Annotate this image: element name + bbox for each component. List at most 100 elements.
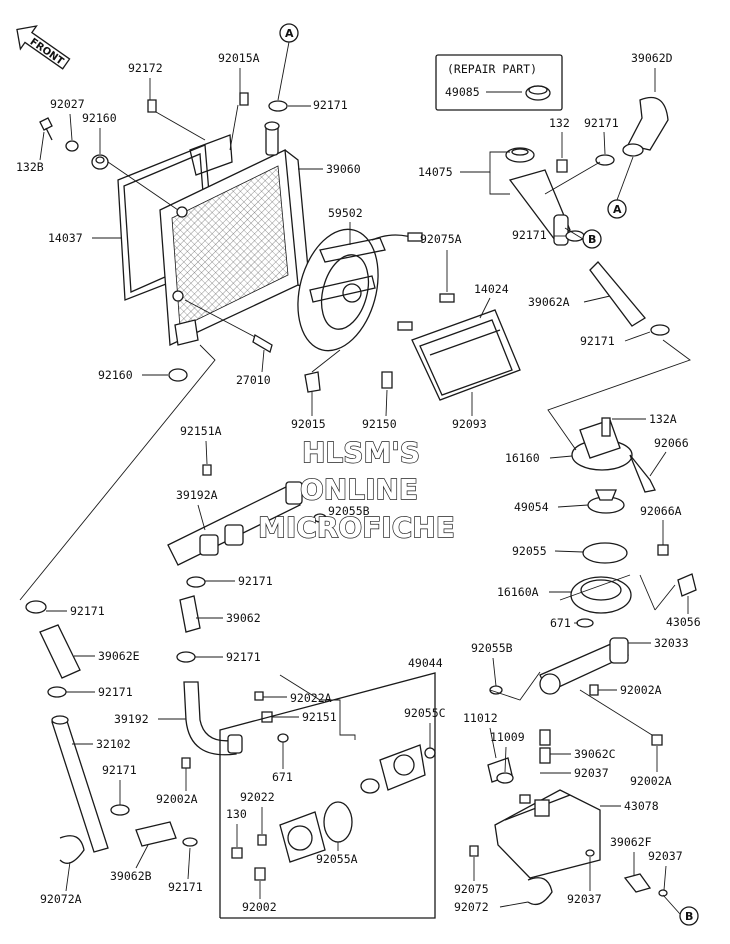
- part-label: 14037: [48, 231, 83, 245]
- part-label: 92160: [82, 111, 117, 125]
- part-label: 32033: [654, 636, 689, 650]
- water-pump-assembly: [219, 672, 436, 919]
- part-label: 130: [226, 807, 247, 821]
- part-label: 92055B: [471, 641, 513, 655]
- part-label: 92002A: [630, 774, 672, 788]
- part-label: 39062F: [610, 835, 652, 849]
- part-label: 92171: [584, 116, 619, 130]
- part-label: 16160A: [497, 585, 539, 599]
- radiator-core: [159, 121, 311, 346]
- hose-routing-lines: [19, 339, 691, 740]
- part-label: 92171: [168, 880, 203, 894]
- part-label: 39062B: [110, 869, 152, 883]
- front-arrow: FRONT: [16, 25, 71, 70]
- part-label: 671: [272, 770, 293, 784]
- callout-b-text: B: [685, 910, 693, 923]
- callout-a-2: A: [607, 156, 634, 219]
- part-label: 92171: [512, 228, 547, 242]
- watermark-line-2: ONLINE: [300, 473, 418, 506]
- part-label: 92160: [98, 368, 133, 382]
- part-label: 92075: [454, 882, 489, 896]
- part-label: 39062E: [98, 649, 140, 663]
- part-label: 11012: [463, 711, 498, 725]
- part-label: 92171: [580, 334, 615, 348]
- coolant-pipe-bend: [181, 681, 273, 769]
- reservoir-tank: [469, 729, 668, 906]
- part-labels: 92172 92015A 92171 92027 92160 132B 3906…: [16, 51, 701, 914]
- part-label: 92022: [240, 790, 275, 804]
- part-label: 92015A: [218, 51, 260, 65]
- part-label: 92075A: [420, 232, 462, 246]
- part-label: 92171: [313, 98, 348, 112]
- part-label: 16160: [505, 451, 540, 465]
- part-label: 132A: [649, 412, 677, 426]
- part-label: 92171: [102, 763, 137, 777]
- callout-b-2: B: [662, 894, 699, 926]
- part-label: 92055A: [316, 852, 358, 866]
- part-label: 92002: [242, 900, 277, 914]
- part-label: 43078: [624, 799, 659, 813]
- part-label: 92072A: [40, 892, 82, 906]
- coolant-pipe-upper: [505, 96, 670, 336]
- part-label: 92037: [648, 849, 683, 863]
- part-label: 14075: [418, 165, 453, 179]
- cooling-fan: [297, 228, 423, 393]
- part-label: 39062A: [528, 295, 570, 309]
- part-label: 92055B: [328, 504, 370, 518]
- coolant-pipe-lower-right: [489, 637, 663, 746]
- part-label: 92037: [567, 892, 602, 906]
- repair-part-box: (REPAIR PART) 49085: [435, 54, 563, 111]
- part-label: 39192: [114, 712, 149, 726]
- part-label: 92093: [452, 417, 487, 431]
- part-label: 671: [550, 616, 571, 630]
- part-label: 92150: [362, 417, 397, 431]
- part-label: 92027: [50, 97, 85, 111]
- part-label: 92002A: [156, 792, 198, 806]
- part-label: 92022A: [290, 691, 332, 705]
- part-label: 59502: [328, 206, 363, 220]
- part-label: 92171: [70, 604, 105, 618]
- callout-b-text: B: [588, 233, 596, 246]
- part-label: 132: [549, 116, 570, 130]
- part-label: 92171: [98, 685, 133, 699]
- watermark: HLSM'S ONLINE MICROFICHE: [257, 435, 455, 544]
- part-label: 92172: [128, 61, 163, 75]
- part-label: 39192A: [176, 488, 218, 502]
- repair-part-title: (REPAIR PART): [447, 62, 537, 76]
- part-label: 92066A: [640, 504, 682, 518]
- part-label: 39062: [226, 611, 261, 625]
- hoses-lower-left: [25, 600, 198, 864]
- part-label: 14024: [474, 282, 509, 296]
- part-label: 32102: [96, 737, 131, 751]
- callout-a-text: A: [613, 203, 622, 216]
- part-label: 132B: [16, 160, 44, 174]
- part-label: 92171: [226, 650, 261, 664]
- thermostat-assembly: [570, 417, 697, 628]
- part-label: 43056: [666, 615, 701, 629]
- part-label: 49044: [408, 656, 443, 670]
- coolant-pipe-left: [167, 464, 327, 663]
- part-label: 92151A: [180, 424, 222, 438]
- part-label: 39060: [326, 162, 361, 176]
- watermark-line-1: HLSM'S: [302, 436, 420, 469]
- callout-b-1: B: [564, 227, 602, 249]
- part-label: 27010: [236, 373, 271, 387]
- repair-part-number: 49085: [445, 85, 480, 99]
- reservoir-cover: [397, 293, 521, 401]
- part-label: 92066: [654, 436, 689, 450]
- part-label: 49054: [514, 500, 549, 514]
- part-label: 92171: [238, 574, 273, 588]
- part-label: 92015: [291, 417, 326, 431]
- watermark-line-3: MICROFICHE: [258, 511, 455, 544]
- part-label: 92055C: [404, 706, 446, 720]
- part-label: 39062D: [631, 51, 673, 65]
- part-label: 92055: [512, 544, 547, 558]
- callout-a-1: A: [277, 23, 299, 101]
- part-label: 92037: [574, 766, 609, 780]
- part-label: 92072: [454, 900, 489, 914]
- callout-a-text: A: [285, 27, 294, 40]
- part-label: 39062C: [574, 747, 616, 761]
- part-label: 92151: [302, 710, 337, 724]
- part-label: 92002A: [620, 683, 662, 697]
